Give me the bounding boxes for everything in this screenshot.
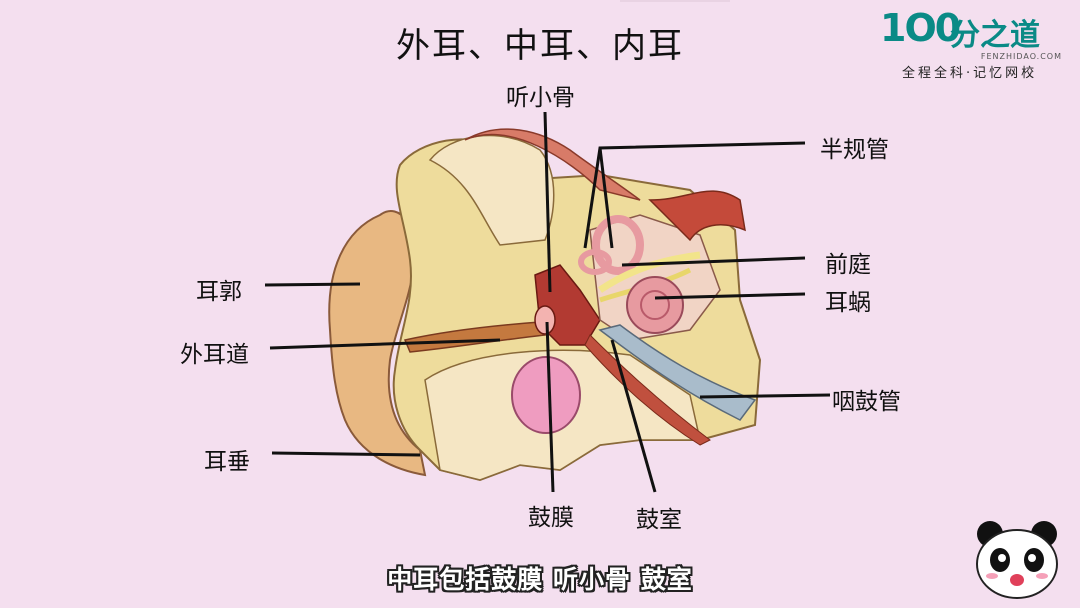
label-cochlea: 耳蜗 [825, 290, 871, 316]
caption-subtitle: 中耳包括鼓膜 听小骨 鼓室 [387, 565, 693, 594]
leader-semicircular-2 [598, 147, 614, 249]
vestibular-nerve [598, 251, 701, 293]
brand-logo: 1O0 分之道 FENZHIDAO.COM 全程全科·记忆网校 [880, 6, 1070, 81]
label-eardrum: 鼓膜 [528, 505, 574, 531]
panda-mascot-icon [976, 521, 1058, 599]
logo-domain: FENZHIDAO.COM [980, 52, 1062, 61]
leader-tympanic [610, 339, 657, 493]
logo-slogan: 全程全科·记忆网校 [902, 66, 1038, 81]
label-vestibule: 前庭 [825, 252, 871, 278]
cochlea-shape [626, 276, 684, 334]
label-ear-canal: 外耳道 [180, 342, 249, 368]
ear-canal-shape [403, 321, 547, 353]
label-eustachian-tube: 咽鼓管 [832, 389, 901, 415]
logo-mark: 1O0 [880, 6, 961, 50]
leader-auricle [264, 282, 361, 287]
leader-cochlea [654, 292, 806, 300]
pink-gland [511, 356, 581, 434]
leader-ear-canal [269, 338, 501, 350]
label-tympanic-cavity: 鼓室 [636, 507, 682, 533]
label-ossicles: 听小骨 [506, 85, 575, 111]
cochlea-inner [640, 290, 670, 320]
leader-eardrum [545, 321, 555, 493]
diagram-title: 外耳、中耳、内耳 [396, 26, 684, 66]
slide-top-tab [620, 0, 730, 2]
label-earlobe: 耳垂 [204, 449, 250, 475]
logo-name: 分之道 [950, 18, 1040, 53]
semicircular-canal-1 [592, 215, 644, 275]
muscle-band [584, 334, 711, 446]
leader-eustachian [699, 393, 831, 399]
eardrum-shape [534, 305, 556, 335]
label-semicircular-canals: 半规管 [820, 137, 889, 163]
artery-shape [648, 190, 746, 242]
semicircular-canal-2 [578, 249, 612, 275]
leader-earlobe [271, 451, 421, 457]
label-auricle: 耳郭 [196, 279, 242, 305]
leader-ossicles [543, 111, 552, 293]
leader-vestibule [621, 256, 806, 267]
